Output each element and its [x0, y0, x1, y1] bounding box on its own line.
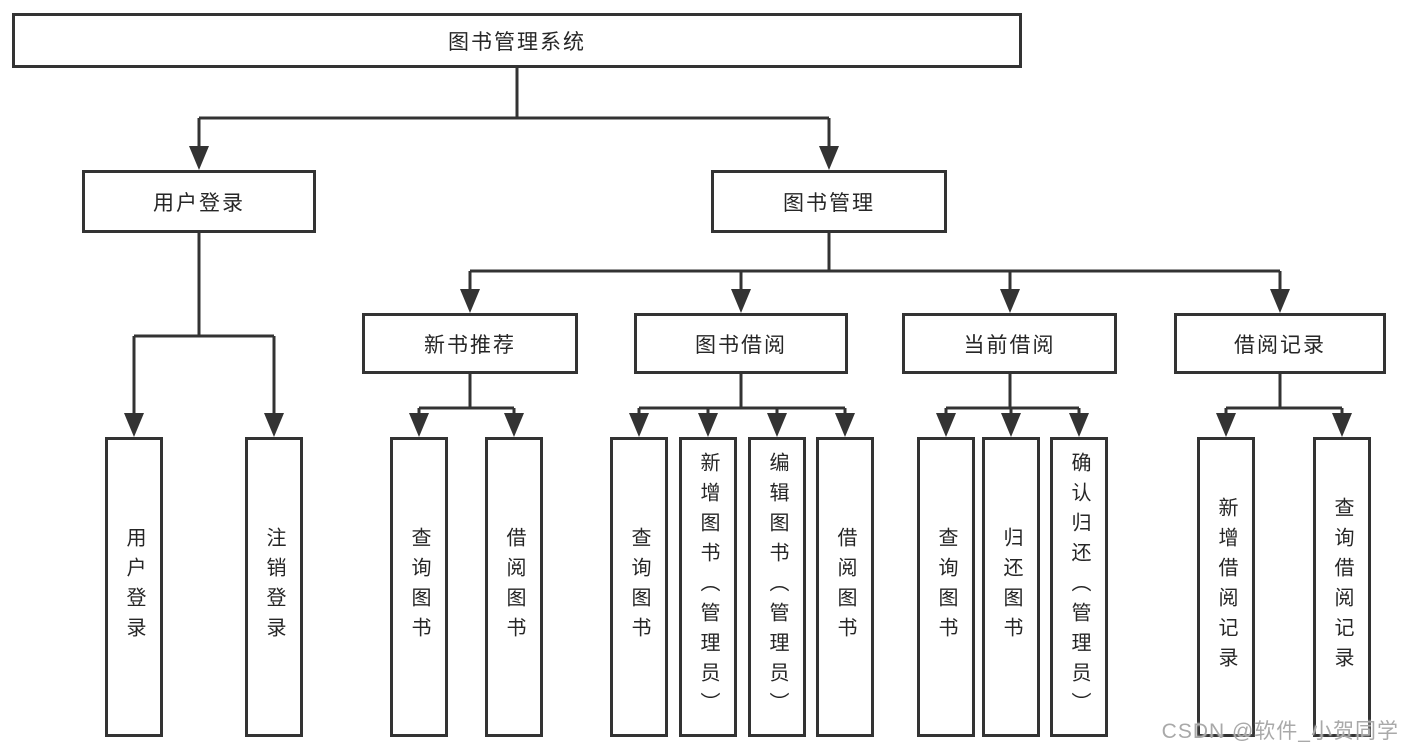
node-user-login: 用户登录: [82, 170, 316, 233]
node-label: 图书借阅: [695, 333, 787, 357]
leaf-label: 查询借阅记录: [1331, 497, 1353, 677]
leaf-borrow-books: 借阅图书: [816, 437, 874, 737]
leaf-confirm-return-admin: 确认归还（管理员）: [1050, 437, 1108, 737]
leaf-label: 新增借阅记录: [1215, 497, 1237, 677]
leaf-label: 查询图书: [408, 527, 430, 647]
node-label: 图书管理系统: [448, 30, 586, 54]
leaf-return-book: 归还图书: [982, 437, 1040, 737]
node-label: 当前借阅: [963, 333, 1056, 357]
leaf-label: 归还图书: [1000, 527, 1022, 647]
leaf-edit-book-admin: 编辑图书（管理员）: [748, 437, 806, 737]
node-label: 借阅记录: [1234, 333, 1326, 357]
connector-lines: [132, 68, 1344, 416]
leaf-query-books-recommend: 查询图书: [390, 437, 448, 737]
leaf-label: 借阅图书: [834, 527, 856, 647]
leaf-add-book-admin: 新增图书（管理员）: [679, 437, 737, 737]
leaf-label: 查询图书: [628, 527, 650, 647]
leaf-borrow-books-recommend: 借阅图书: [485, 437, 543, 737]
leaf-label: 注销登录: [263, 527, 285, 647]
arrow-down-icons: [124, 146, 1352, 437]
node-borrow-records: 借阅记录: [1174, 313, 1386, 374]
node-library-system: 图书管理系统: [12, 13, 1022, 68]
leaf-label: 借阅图书: [503, 527, 525, 647]
leaf-label: 新增图书（管理员）: [697, 452, 719, 722]
node-label: 新书推荐: [424, 333, 516, 357]
leaf-label: 编辑图书（管理员）: [766, 452, 788, 722]
leaf-query-borrow-record: 查询借阅记录: [1313, 437, 1371, 737]
leaf-query-books-current: 查询图书: [917, 437, 975, 737]
leaf-logout: 注销登录: [245, 437, 303, 737]
leaf-query-books-borrow: 查询图书: [610, 437, 668, 737]
node-label: 用户登录: [153, 191, 245, 215]
node-book-management: 图书管理: [711, 170, 947, 233]
csdn-watermark: CSDN @软件_小贺同学: [1161, 720, 1399, 743]
leaf-label: 用户登录: [123, 527, 145, 647]
leaf-user-login: 用户登录: [105, 437, 163, 737]
node-new-book-recommend: 新书推荐: [362, 313, 578, 374]
node-label: 图书管理: [783, 191, 875, 215]
node-current-borrow: 当前借阅: [902, 313, 1117, 374]
leaf-label: 查询图书: [935, 527, 957, 647]
node-book-borrow: 图书借阅: [634, 313, 848, 374]
leaf-label: 确认归还（管理员）: [1068, 452, 1090, 722]
leaf-add-borrow-record: 新增借阅记录: [1197, 437, 1255, 737]
